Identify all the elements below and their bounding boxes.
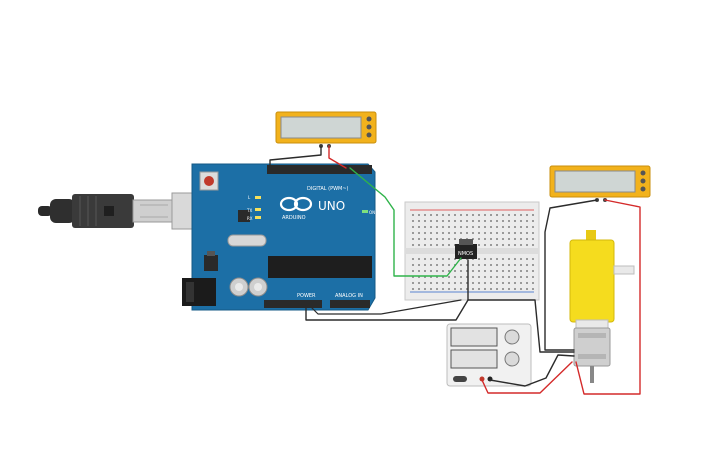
l-led-label: L [248,195,251,200]
nmos-transistor[interactable] [455,239,477,259]
wire-black-drain[interactable] [467,259,575,353]
digital-pins-label: DIGITAL (PWM~) [307,186,349,192]
wire-green-signal[interactable] [349,167,462,277]
reset-button[interactable] [204,176,214,186]
wire-black-meter1[interactable] [269,145,322,169]
tx-led-label: TX [246,208,252,213]
nmos-label: NMOS [458,251,473,257]
digital-header[interactable] [267,165,372,174]
board-brand-label: ARDUINO [282,215,306,221]
analog-header[interactable] [330,300,370,308]
dc-power-supply[interactable] [446,323,532,387]
wire-black-psu[interactable] [489,354,575,387]
current-knob-icon[interactable] [504,351,520,367]
rx-led-label: RX [247,216,253,221]
analog-pins-label: ANALOG IN [335,293,363,299]
dc-gear-motor[interactable] [569,230,635,383]
power-switch[interactable] [453,376,467,382]
on-led-label: ON [369,210,375,215]
usb-cable[interactable] [38,192,207,230]
multimeter-1[interactable] [275,111,377,148]
arduino-logo-icon [279,196,313,212]
wire-red-meter2[interactable] [575,199,641,395]
wire-black-meter2[interactable] [544,199,598,351]
wire-black-gnd[interactable] [305,299,469,321]
wire-red-psu[interactable] [481,361,573,394]
arduino-uno-board[interactable] [182,163,376,311]
power-pins-label: POWER [297,293,316,299]
wire-red-meter1[interactable] [328,145,347,169]
board-model-label: UNO [318,199,345,213]
atmega-chip [268,256,372,278]
wire-black-gnd-2[interactable] [309,299,462,315]
multimeter-2[interactable] [549,165,651,202]
voltage-knob-icon[interactable] [504,329,520,345]
power-header[interactable] [264,300,322,308]
